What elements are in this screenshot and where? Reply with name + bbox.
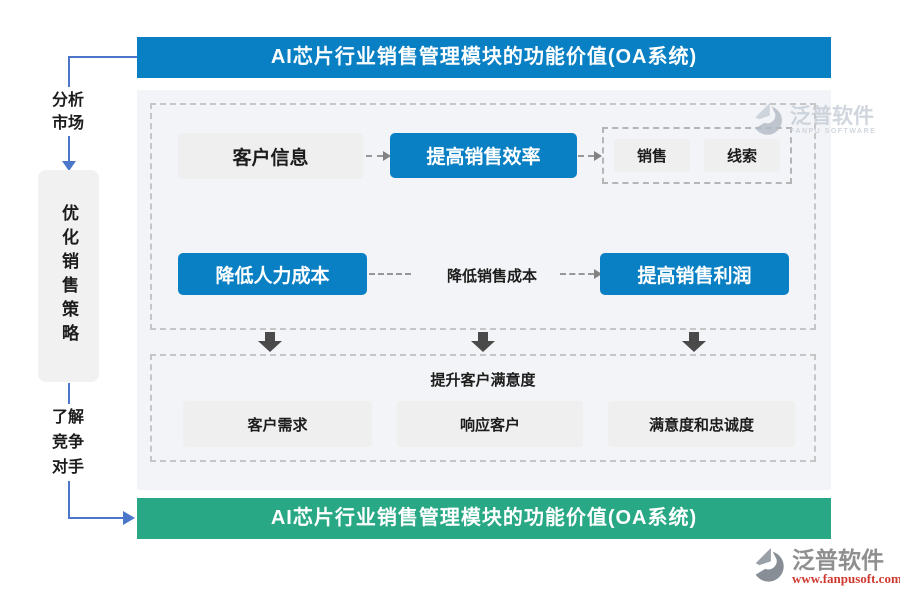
main-panel: 客户信息 提高销售效率 销售 线索 降低人力成本 降低销售成本 — [137, 90, 831, 490]
fanpu-logo-icon — [755, 548, 784, 582]
watermark-texts: 泛普软件 www.fanpusoft.com — [792, 548, 900, 586]
arrowhead-right-icon — [123, 511, 135, 525]
down-arrow-icon — [682, 332, 706, 352]
customer-info-box: 客户信息 — [178, 133, 363, 179]
analyze-line-2: 市场 — [51, 115, 84, 132]
dash-segment — [578, 155, 594, 157]
connector-bottom-vertical — [68, 481, 70, 519]
arrow-stem — [265, 332, 275, 341]
left-box-optimize-strategy: 优化销售策略 — [38, 170, 99, 382]
watermark-top: 泛普软件 FANPU SOFTWARE — [750, 103, 876, 139]
top-banner-title: AI芯片行业销售管理模块的功能价值(OA系统) — [137, 37, 831, 78]
connector-top-vertical — [68, 56, 70, 87]
left-step-analyze-market: 分析 市场 — [30, 89, 106, 135]
analyze-line-1: 分析 — [51, 92, 84, 109]
bottom-banner-title: AI芯片行业销售管理模块的功能价值(OA系统) — [137, 498, 831, 539]
arrow-head — [682, 341, 706, 352]
improve-profit-box: 提高销售利润 — [600, 253, 789, 295]
compete-line-3: 对手 — [51, 459, 84, 476]
dash-segment — [366, 155, 383, 157]
watermark-texts: 泛普软件 FANPU SOFTWARE — [790, 105, 877, 136]
brand-url: www.fanpusoft.com — [792, 571, 900, 587]
sales-tag: 销售 — [614, 139, 690, 172]
upper-dashed-section: 客户信息 提高销售效率 销售 线索 降低人力成本 降低销售成本 — [150, 103, 816, 330]
arrow-head — [258, 341, 282, 352]
connector-box-to-compete — [68, 383, 70, 404]
arrowhead-icon — [383, 151, 391, 161]
respond-customer-box: 响应客户 — [397, 401, 583, 447]
left-step-know-competitors: 了解 竞争 对手 — [30, 405, 106, 480]
arrow-stem — [689, 332, 699, 341]
brand-name: 泛普软件 — [792, 547, 884, 574]
dashed-arrow-4 — [560, 268, 602, 280]
connector-top-horizontal — [68, 56, 138, 58]
down-arrow-icon — [258, 332, 282, 352]
arrow-head — [471, 341, 495, 352]
leads-tag: 线索 — [704, 139, 780, 172]
watermark-bottom: 泛普软件 www.fanpusoft.com — [750, 548, 900, 586]
improve-efficiency-box: 提高销售效率 — [390, 133, 577, 178]
dash-segment — [369, 273, 411, 275]
arrowhead-icon — [594, 269, 602, 279]
reduce-sales-cost-label: 降低销售成本 — [446, 268, 537, 285]
sales-leads-group: 销售 线索 — [602, 127, 792, 184]
lower-dashed-section: 提升客户满意度 客户需求 响应客户 满意度和忠诚度 — [150, 354, 816, 462]
dash-segment — [560, 273, 594, 275]
brand-name: 泛普软件 — [790, 105, 874, 129]
dashed-arrow-1 — [366, 150, 391, 162]
arrow-stem — [478, 332, 488, 341]
connector-analyze-to-box — [68, 136, 70, 162]
customer-needs-box: 客户需求 — [183, 401, 372, 447]
compete-line-2: 竞争 — [51, 434, 84, 451]
down-arrow-icon — [471, 332, 495, 352]
fanpu-logo-icon — [755, 103, 782, 135]
arrowhead-down-icon — [62, 161, 76, 171]
optimize-strategy-label: 优化销售策略 — [59, 204, 78, 348]
connector-bottom-horizontal — [68, 517, 125, 519]
reduce-labor-cost-box: 降低人力成本 — [178, 253, 367, 295]
arrowhead-icon — [594, 151, 602, 161]
dashed-line-3 — [369, 268, 411, 280]
satisfaction-loyalty-box: 满意度和忠诚度 — [608, 401, 795, 447]
satisfaction-title: 提升客户满意度 — [430, 372, 536, 389]
compete-line-1: 了解 — [51, 409, 84, 426]
dashed-arrow-2 — [578, 150, 602, 162]
brand-subtitle: FANPU SOFTWARE — [790, 128, 877, 136]
